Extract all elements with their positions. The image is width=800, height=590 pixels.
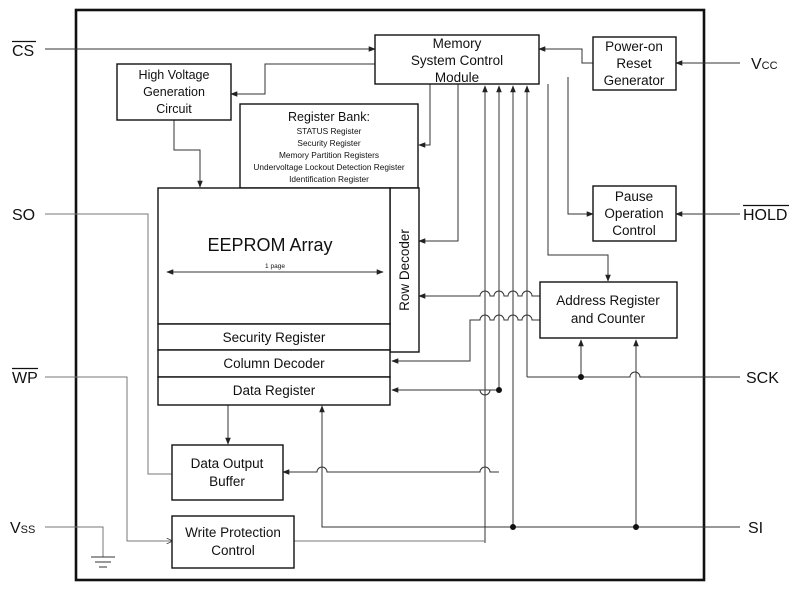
por-line-3: Generator (604, 73, 665, 88)
data-register (157, 376, 391, 406)
register-bank-item: Identification Register (289, 174, 369, 184)
write-protection-line-2: Control (211, 543, 255, 558)
chip-outline (74, 8, 706, 582)
pin-si-label: SI (748, 520, 763, 537)
por-line-2: Reset (616, 56, 652, 71)
wire-vss (45, 526, 104, 557)
register-bank-title: Register Bank: (288, 110, 370, 124)
pin-vss-label: VSS (10, 520, 35, 537)
register-bank-item: Security Register (297, 138, 360, 148)
pause-line-3: Control (612, 223, 656, 238)
memory-control-line-3: Module (435, 70, 479, 85)
wire-dob-to-so (45, 213, 172, 475)
junction-dot (578, 374, 584, 380)
address-register-line-1: Address Register (556, 293, 660, 308)
high-voltage-generation-circuit (116, 63, 232, 121)
wire-addr-to-coldec (391, 314, 540, 364)
power-on-reset-generator (592, 36, 677, 91)
data-output-line-2: Buffer (209, 474, 245, 489)
column-decoder (157, 349, 391, 378)
wire-control-to-hv (230, 63, 375, 97)
wire-addr-to-rowdec (418, 290, 540, 299)
junction-dot (510, 524, 516, 530)
pin-cs-label: CS (12, 43, 34, 60)
register-bank-item: Memory Partition Registers (279, 150, 379, 160)
junction-dot (496, 387, 502, 393)
wire-bus-to-dob (282, 466, 499, 475)
data-output-buffer (171, 444, 284, 501)
write-protection-control (171, 515, 295, 569)
pause-line-1: Pause (615, 189, 653, 204)
register-bank-item: Undervoltage Lockout Detection Register (253, 162, 405, 172)
wire-control-to-regbank (418, 84, 431, 148)
wire-si (319, 405, 740, 528)
security-register (157, 323, 391, 351)
pause-operation-control (592, 185, 677, 242)
register-bank (239, 103, 419, 189)
hv-line-2: Generation (143, 85, 205, 99)
memory-control-line-1: Memory (433, 36, 482, 51)
hv-line-1: High Voltage (139, 68, 210, 82)
address-register-line-2: and Counter (571, 311, 646, 326)
memory-control-line-2: System Control (411, 53, 503, 68)
memory-system-control-module (374, 34, 540, 85)
wire-control-to-addr (547, 84, 611, 282)
por-line-1: Power-on (605, 39, 663, 54)
row-decoder-label: Row Decoder (397, 229, 412, 311)
eeprom-array (157, 187, 391, 325)
wire-por-to-control (538, 46, 593, 64)
junction-dot (633, 524, 639, 530)
data-output-line-1: Data Output (191, 456, 264, 471)
eeprom-array-label: EEPROM Array (207, 235, 332, 255)
pin-sck-label: SCK (746, 370, 779, 387)
pin-hold-label: HOLD (743, 207, 787, 224)
write-protection-line-1: Write Protection (185, 525, 281, 540)
security-register-label: Security Register (223, 330, 326, 345)
wire-bus-to-datareg (391, 387, 499, 396)
hv-line-3: Circuit (156, 102, 192, 116)
pause-line-2: Operation (604, 206, 663, 221)
wire-hv-to-eeprom (173, 120, 203, 188)
data-register-label: Data Register (233, 383, 316, 398)
pin-wp-label: WP (12, 370, 38, 387)
address-register-and-counter (539, 281, 678, 339)
wire-sck (527, 371, 740, 378)
wire-control-to-pause (567, 77, 594, 217)
pin-so-label: SO (12, 207, 35, 224)
column-decoder-label: Column Decoder (223, 356, 325, 371)
page-label: 1 page (265, 263, 285, 270)
pin-vcc-label: VCC (751, 56, 778, 73)
register-bank-item: STATUS Register (297, 126, 362, 136)
wire-wp (45, 376, 172, 541)
wire-control-to-rowdec (418, 84, 459, 244)
